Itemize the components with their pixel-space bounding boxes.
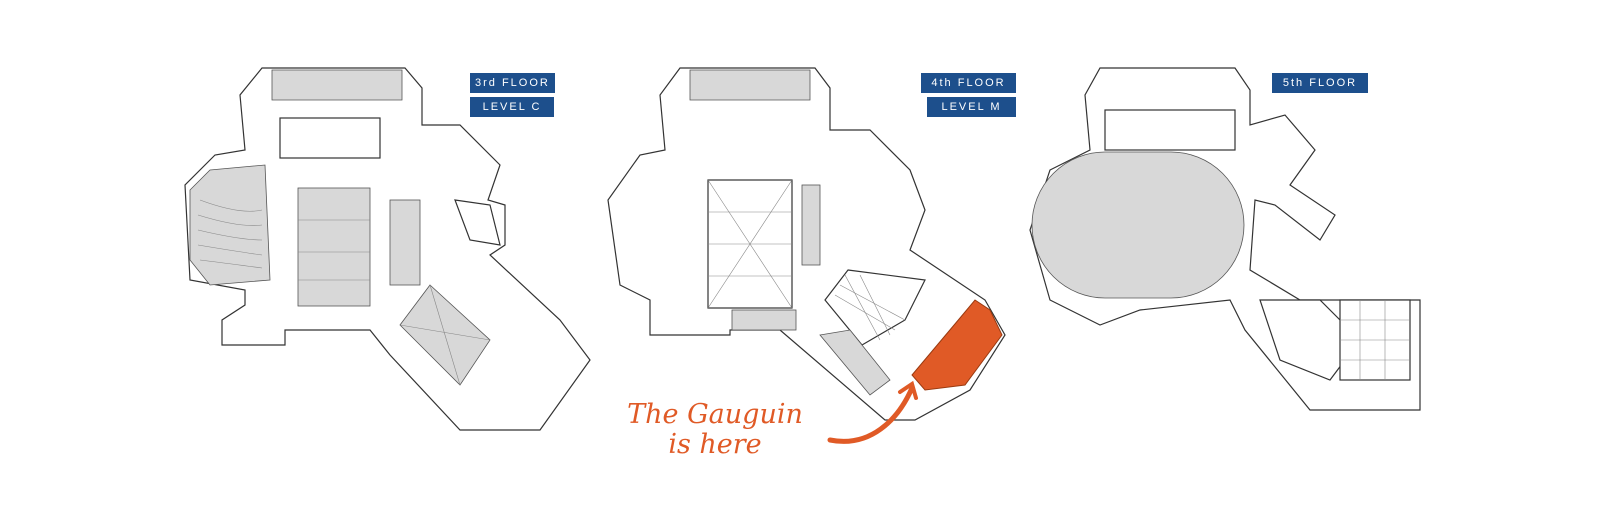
- gauguin-gallery-highlight: [911, 299, 1003, 391]
- gauguin-callout: The Gauguin is here: [600, 400, 830, 460]
- floor-label-3rd: 3rd FLOOR: [470, 73, 555, 93]
- floor-plan-4th-floor: [607, 67, 1006, 444]
- floor-4-galleries: [819, 329, 891, 396]
- floor-plan-3rd-floor: [184, 67, 591, 431]
- floor-label-4th: 4th FLOOR: [921, 73, 1016, 93]
- floor-5-arena: [1031, 151, 1245, 299]
- floor-3-theater: [189, 164, 271, 286]
- level-label-c: LEVEL C: [470, 97, 554, 117]
- floor-3-top-rooms: [271, 69, 403, 101]
- floor-4-top-rooms: [689, 69, 811, 101]
- level-label-m: LEVEL M: [927, 97, 1016, 117]
- callout-line-1: The Gauguin: [627, 399, 803, 430]
- floor-label-5th: 5th FLOOR: [1272, 73, 1368, 93]
- floor-plan-5th-floor: [1029, 67, 1421, 411]
- floor-3-hall: [297, 187, 371, 307]
- callout-arrow: [827, 385, 915, 444]
- callout-line-2: is here: [668, 429, 762, 460]
- floor-4-grid-room: [824, 269, 926, 346]
